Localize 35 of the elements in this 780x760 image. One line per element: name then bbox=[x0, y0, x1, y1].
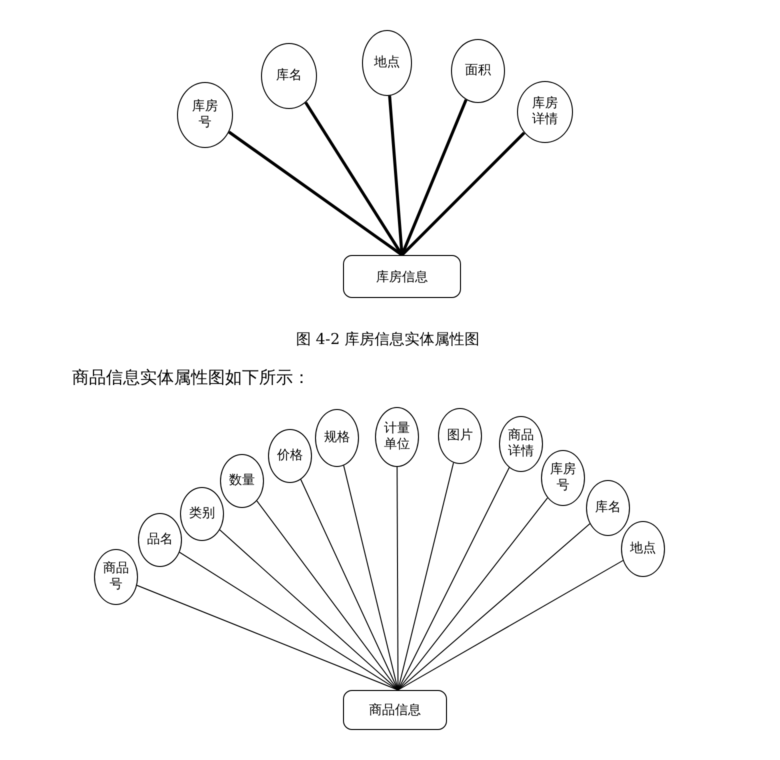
entity-box: 商品信息 bbox=[343, 690, 447, 730]
attribute-ellipse: 库名 bbox=[261, 43, 317, 109]
connector-line bbox=[343, 465, 398, 690]
connector-line bbox=[179, 552, 398, 690]
attribute-ellipse: 库名 bbox=[586, 480, 630, 536]
attribute-ellipse: 库房号 bbox=[541, 450, 585, 506]
connector-line bbox=[398, 467, 510, 690]
attribute-ellipse: 价格 bbox=[268, 429, 312, 483]
attribute-ellipse: 商品号 bbox=[94, 549, 138, 605]
intro-text: 商品信息实体属性图如下所示： bbox=[72, 367, 310, 389]
attribute-ellipse: 图片 bbox=[438, 408, 482, 464]
connector-line bbox=[300, 479, 398, 690]
attribute-ellipse: 商品详情 bbox=[499, 416, 543, 472]
connector-line bbox=[398, 560, 624, 690]
figure-caption: 图 4-2 库房信息实体属性图 bbox=[296, 330, 480, 349]
connector-line bbox=[219, 529, 398, 690]
attribute-ellipse: 地点 bbox=[621, 521, 665, 577]
connector-line bbox=[256, 500, 398, 690]
attribute-ellipse: 库房详情 bbox=[517, 81, 573, 143]
attribute-ellipse: 数量 bbox=[220, 454, 264, 508]
attribute-ellipse: 计量单位 bbox=[375, 407, 419, 467]
connector-line bbox=[400, 132, 526, 256]
connector-line bbox=[398, 523, 590, 690]
connector-line bbox=[398, 462, 454, 690]
connector-line bbox=[228, 130, 403, 256]
entity-box: 库房信息 bbox=[343, 255, 461, 298]
connector-line bbox=[136, 584, 398, 690]
connector-line bbox=[396, 466, 398, 690]
attribute-ellipse: 面积 bbox=[451, 39, 505, 103]
attribute-ellipse: 规格 bbox=[315, 409, 359, 467]
attribute-ellipse: 库房号 bbox=[177, 82, 233, 148]
attribute-ellipse: 地点 bbox=[362, 30, 412, 96]
attribute-ellipse: 类别 bbox=[180, 487, 224, 541]
connector-line bbox=[398, 497, 548, 690]
attribute-ellipse: 品名 bbox=[138, 513, 182, 567]
